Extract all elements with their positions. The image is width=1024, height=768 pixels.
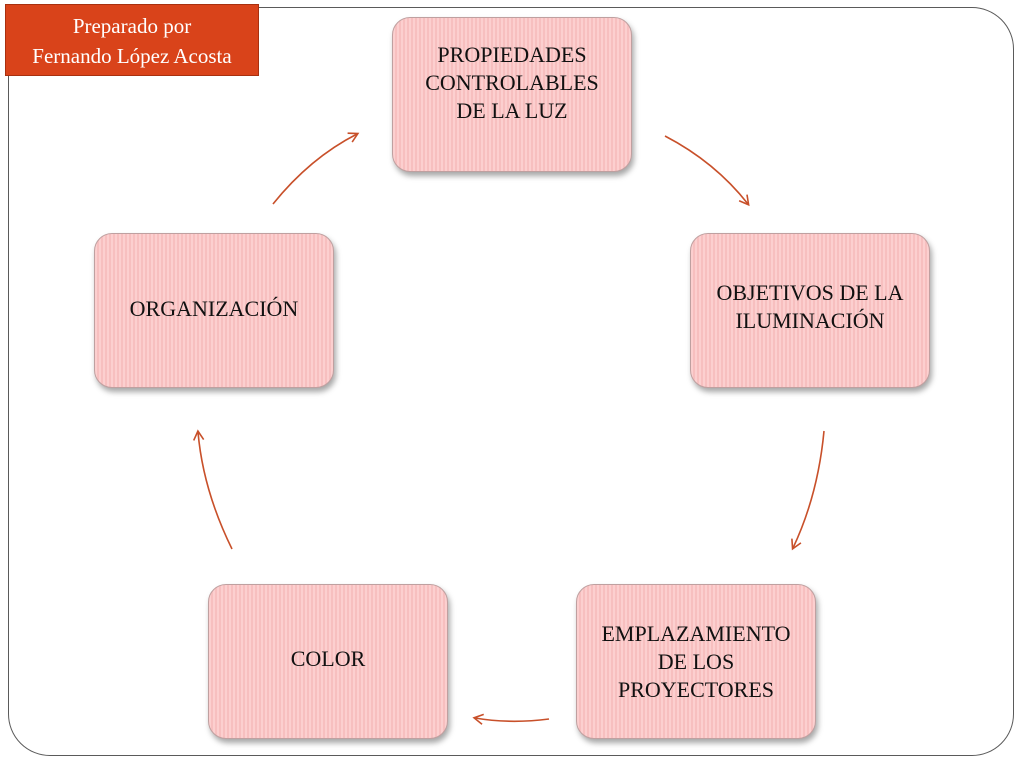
node-label: ORGANIZACIÓN — [129, 295, 299, 321]
node-label: COLOR — [290, 645, 366, 671]
node-organizacion: ORGANIZACIÓN — [94, 233, 334, 388]
node-label: EMPLAZAMIENTO DE LOS PROYECTORES — [601, 620, 791, 702]
node-emplazamiento-proyectores: EMPLAZAMIENTO DE LOS PROYECTORES — [576, 584, 816, 739]
node-objetivos-iluminacion: OBJETIVOS DE LA ILUMINACIÓN — [690, 233, 930, 388]
node-color: COLOR — [208, 584, 448, 739]
credit-line-2: Fernando López Acosta — [32, 44, 232, 68]
node-label: OBJETIVOS DE LA ILUMINACIÓN — [716, 279, 904, 333]
author-credit-box: Preparado por Fernando López Acosta — [5, 4, 259, 76]
credit-line-1: Preparado por — [72, 14, 192, 38]
node-label: PROPIEDADES CONTROLABLES DE LA LUZ — [425, 41, 599, 123]
node-propiedades-controlables: PROPIEDADES CONTROLABLES DE LA LUZ — [392, 17, 632, 172]
